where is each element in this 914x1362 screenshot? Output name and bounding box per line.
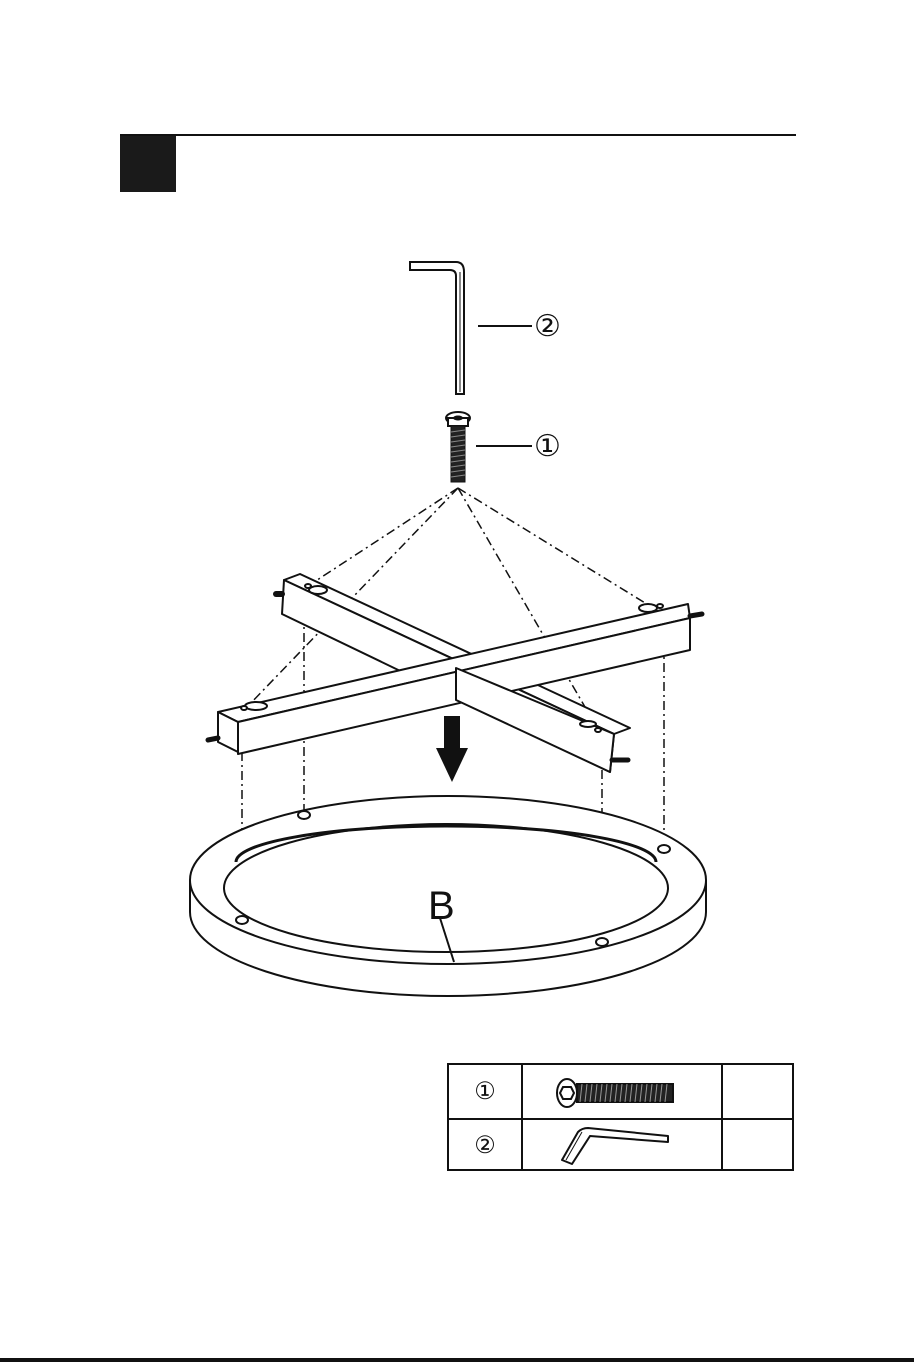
callout-part-1: ① (534, 432, 561, 462)
parts-table: ① ② (447, 1063, 794, 1171)
part-quantity (723, 1119, 792, 1171)
bottom-rule (0, 1358, 914, 1362)
part-image-cell (523, 1065, 723, 1118)
part-image-cell (523, 1119, 723, 1171)
bolt-icon (446, 412, 470, 482)
down-arrow-icon (436, 716, 468, 782)
table-row: ② (449, 1119, 792, 1171)
callout-part-2: ② (534, 312, 561, 342)
allen-key-icon (410, 262, 464, 394)
table-row: ① (449, 1065, 792, 1120)
part-number: ① (449, 1065, 523, 1118)
part-label-b: B (428, 886, 455, 926)
part-number: ② (449, 1119, 523, 1171)
part-quantity (723, 1065, 792, 1118)
